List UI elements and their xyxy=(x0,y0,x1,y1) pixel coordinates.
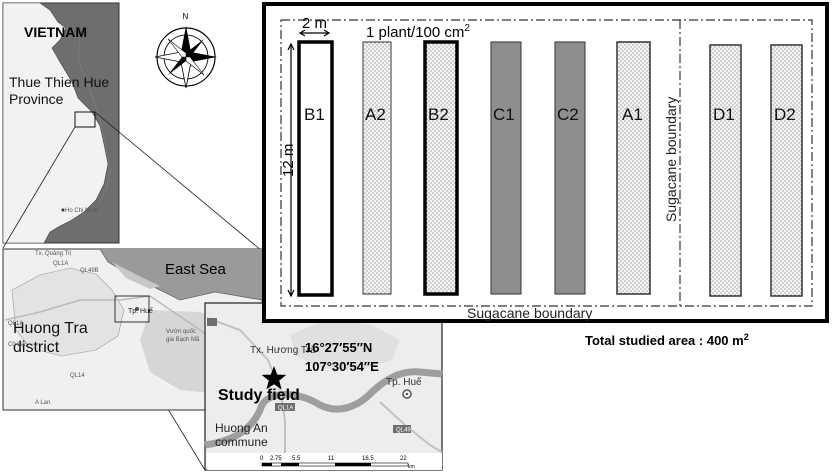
upland-area xyxy=(290,318,400,370)
district-label-line2: district xyxy=(13,339,60,356)
plot-A2-label: A2 xyxy=(365,105,386,124)
map-label-ql49b: QL49B xyxy=(80,268,99,274)
town-label: Tx. Hương Trà xyxy=(250,345,316,356)
hcm-city-label: Ho Chi Minh xyxy=(65,208,98,214)
study-field-star-icon xyxy=(261,366,287,390)
length-label: 12 m xyxy=(280,144,297,177)
plot-B1-label: B1 xyxy=(304,105,325,124)
density-label: 1 plant/100 cm2 xyxy=(366,23,470,41)
compass-sw-point xyxy=(168,57,186,75)
scale-tick-1: 2.75 xyxy=(270,456,282,462)
plot-A2: A2 xyxy=(362,41,392,295)
map-label-co-lac: Cồ Lạc xyxy=(8,342,27,348)
plot-B2: B2 xyxy=(423,40,459,296)
district-label-line1: Huong Tra xyxy=(13,320,88,337)
field-outer-frame xyxy=(262,2,829,323)
road-label-ql49: QL49 xyxy=(396,428,411,434)
road-badge-ql49 xyxy=(393,425,411,433)
length-arrow-top xyxy=(287,42,295,51)
road-label-ql1a: QL1A xyxy=(278,406,293,412)
study-zone-box xyxy=(114,295,150,323)
province-label-line2: Province xyxy=(9,91,64,107)
vietnam-map-panel: VIETNAM Thue Thien Hue Province Ho Chi M… xyxy=(2,2,120,244)
latitude-label: 16°27′55″N xyxy=(305,340,372,355)
scale-tick-5: 22 xyxy=(400,456,407,462)
east-sea-label: East Sea xyxy=(165,261,227,278)
compass-rose: N xyxy=(154,12,217,89)
province-label-line1: Thue Thien Hue xyxy=(9,74,109,90)
hue-city-center xyxy=(405,392,409,396)
scale-unit: km xyxy=(408,464,415,470)
plot-D1: D1 xyxy=(709,44,742,297)
vertical-boundary-label: Sugacane boundary xyxy=(663,97,679,222)
bottom-boundary-label: Sugacane boundary xyxy=(467,305,592,321)
width-arrow-left xyxy=(298,29,306,37)
scale-tick-0: 0 xyxy=(260,456,264,462)
map-label-bach-ma-2: gia Bạch Mã xyxy=(166,337,200,343)
hue-city-site-label: Tp. Huế xyxy=(386,376,422,388)
map-label-ql1a-west: QL1A xyxy=(8,321,23,327)
vietnam-east-shore xyxy=(65,27,111,206)
plot-B1: B1 xyxy=(297,40,334,297)
plot-C2: C2 xyxy=(554,41,586,295)
river xyxy=(204,368,443,449)
map-label-bach-ma: Vườn quốc xyxy=(166,329,196,335)
map-label-a-lan: A Lan xyxy=(35,400,50,406)
width-label: 2 m xyxy=(302,15,327,32)
lagoon xyxy=(112,262,160,289)
scale-tick-4: 16.5 xyxy=(362,456,374,462)
site-map-panel: QL1A QL49 Tx. Hương Trà 16°27′55″N 107°3… xyxy=(204,302,443,471)
field-layout-panel: 2 m 1 plant/100 cm2 12 m B1 A2 B2 C1 C2 xyxy=(262,2,829,323)
compass-ne-point xyxy=(186,39,204,57)
total-area-label: Total studied area : 400 m2 xyxy=(585,332,749,348)
scale-tick-3: 11 xyxy=(328,456,335,462)
study-field-label: Study field xyxy=(218,387,300,404)
plot-C1: C1 xyxy=(490,41,522,295)
map-label-ql1a-north: QL1A xyxy=(53,261,68,267)
highway-ql49 xyxy=(379,401,443,453)
plot-C2-label: C2 xyxy=(557,105,579,124)
plot-B2-label: B2 xyxy=(428,105,449,124)
compass-north-point xyxy=(181,26,191,57)
province-box xyxy=(74,111,96,128)
compass-north-label: N xyxy=(183,12,189,21)
width-arrow-right xyxy=(323,29,331,37)
district-area xyxy=(11,267,125,357)
scale-tick-2: 5.5 xyxy=(292,456,301,462)
field-boundary-dashed xyxy=(280,19,813,307)
corner-marker xyxy=(207,318,217,326)
vietnam-landmass xyxy=(2,2,109,244)
commune-label-line1: Huong An xyxy=(215,421,268,435)
plot-D1-label: D1 xyxy=(713,105,735,124)
map-label-ql14: QL14 xyxy=(70,373,85,379)
hue-city-label: Tp. Huế xyxy=(128,306,153,315)
commune-label-line2: commune xyxy=(215,435,268,449)
plot-D2: D2 xyxy=(770,44,803,297)
longitude-label: 107°30′54″E xyxy=(305,359,379,374)
country-label: VIETNAM xyxy=(24,24,87,40)
east-sea-area xyxy=(100,249,262,300)
hcm-city-dot xyxy=(61,208,65,212)
scale-bar: 0 2.75 5.5 11 16.5 22 km xyxy=(207,453,442,470)
plot-A1: A1 xyxy=(616,41,651,295)
road-badge-ql1a xyxy=(275,403,295,411)
plot-D2-label: D2 xyxy=(774,105,796,124)
hue-city-dot xyxy=(134,306,140,312)
map-label-quang-tri: Tx. Quảng Trị xyxy=(35,251,71,257)
length-arrow-bottom xyxy=(287,289,295,298)
plot-C1-label: C1 xyxy=(493,105,515,124)
compass-east-point xyxy=(186,52,217,62)
plot-A1-label: A1 xyxy=(622,105,643,124)
